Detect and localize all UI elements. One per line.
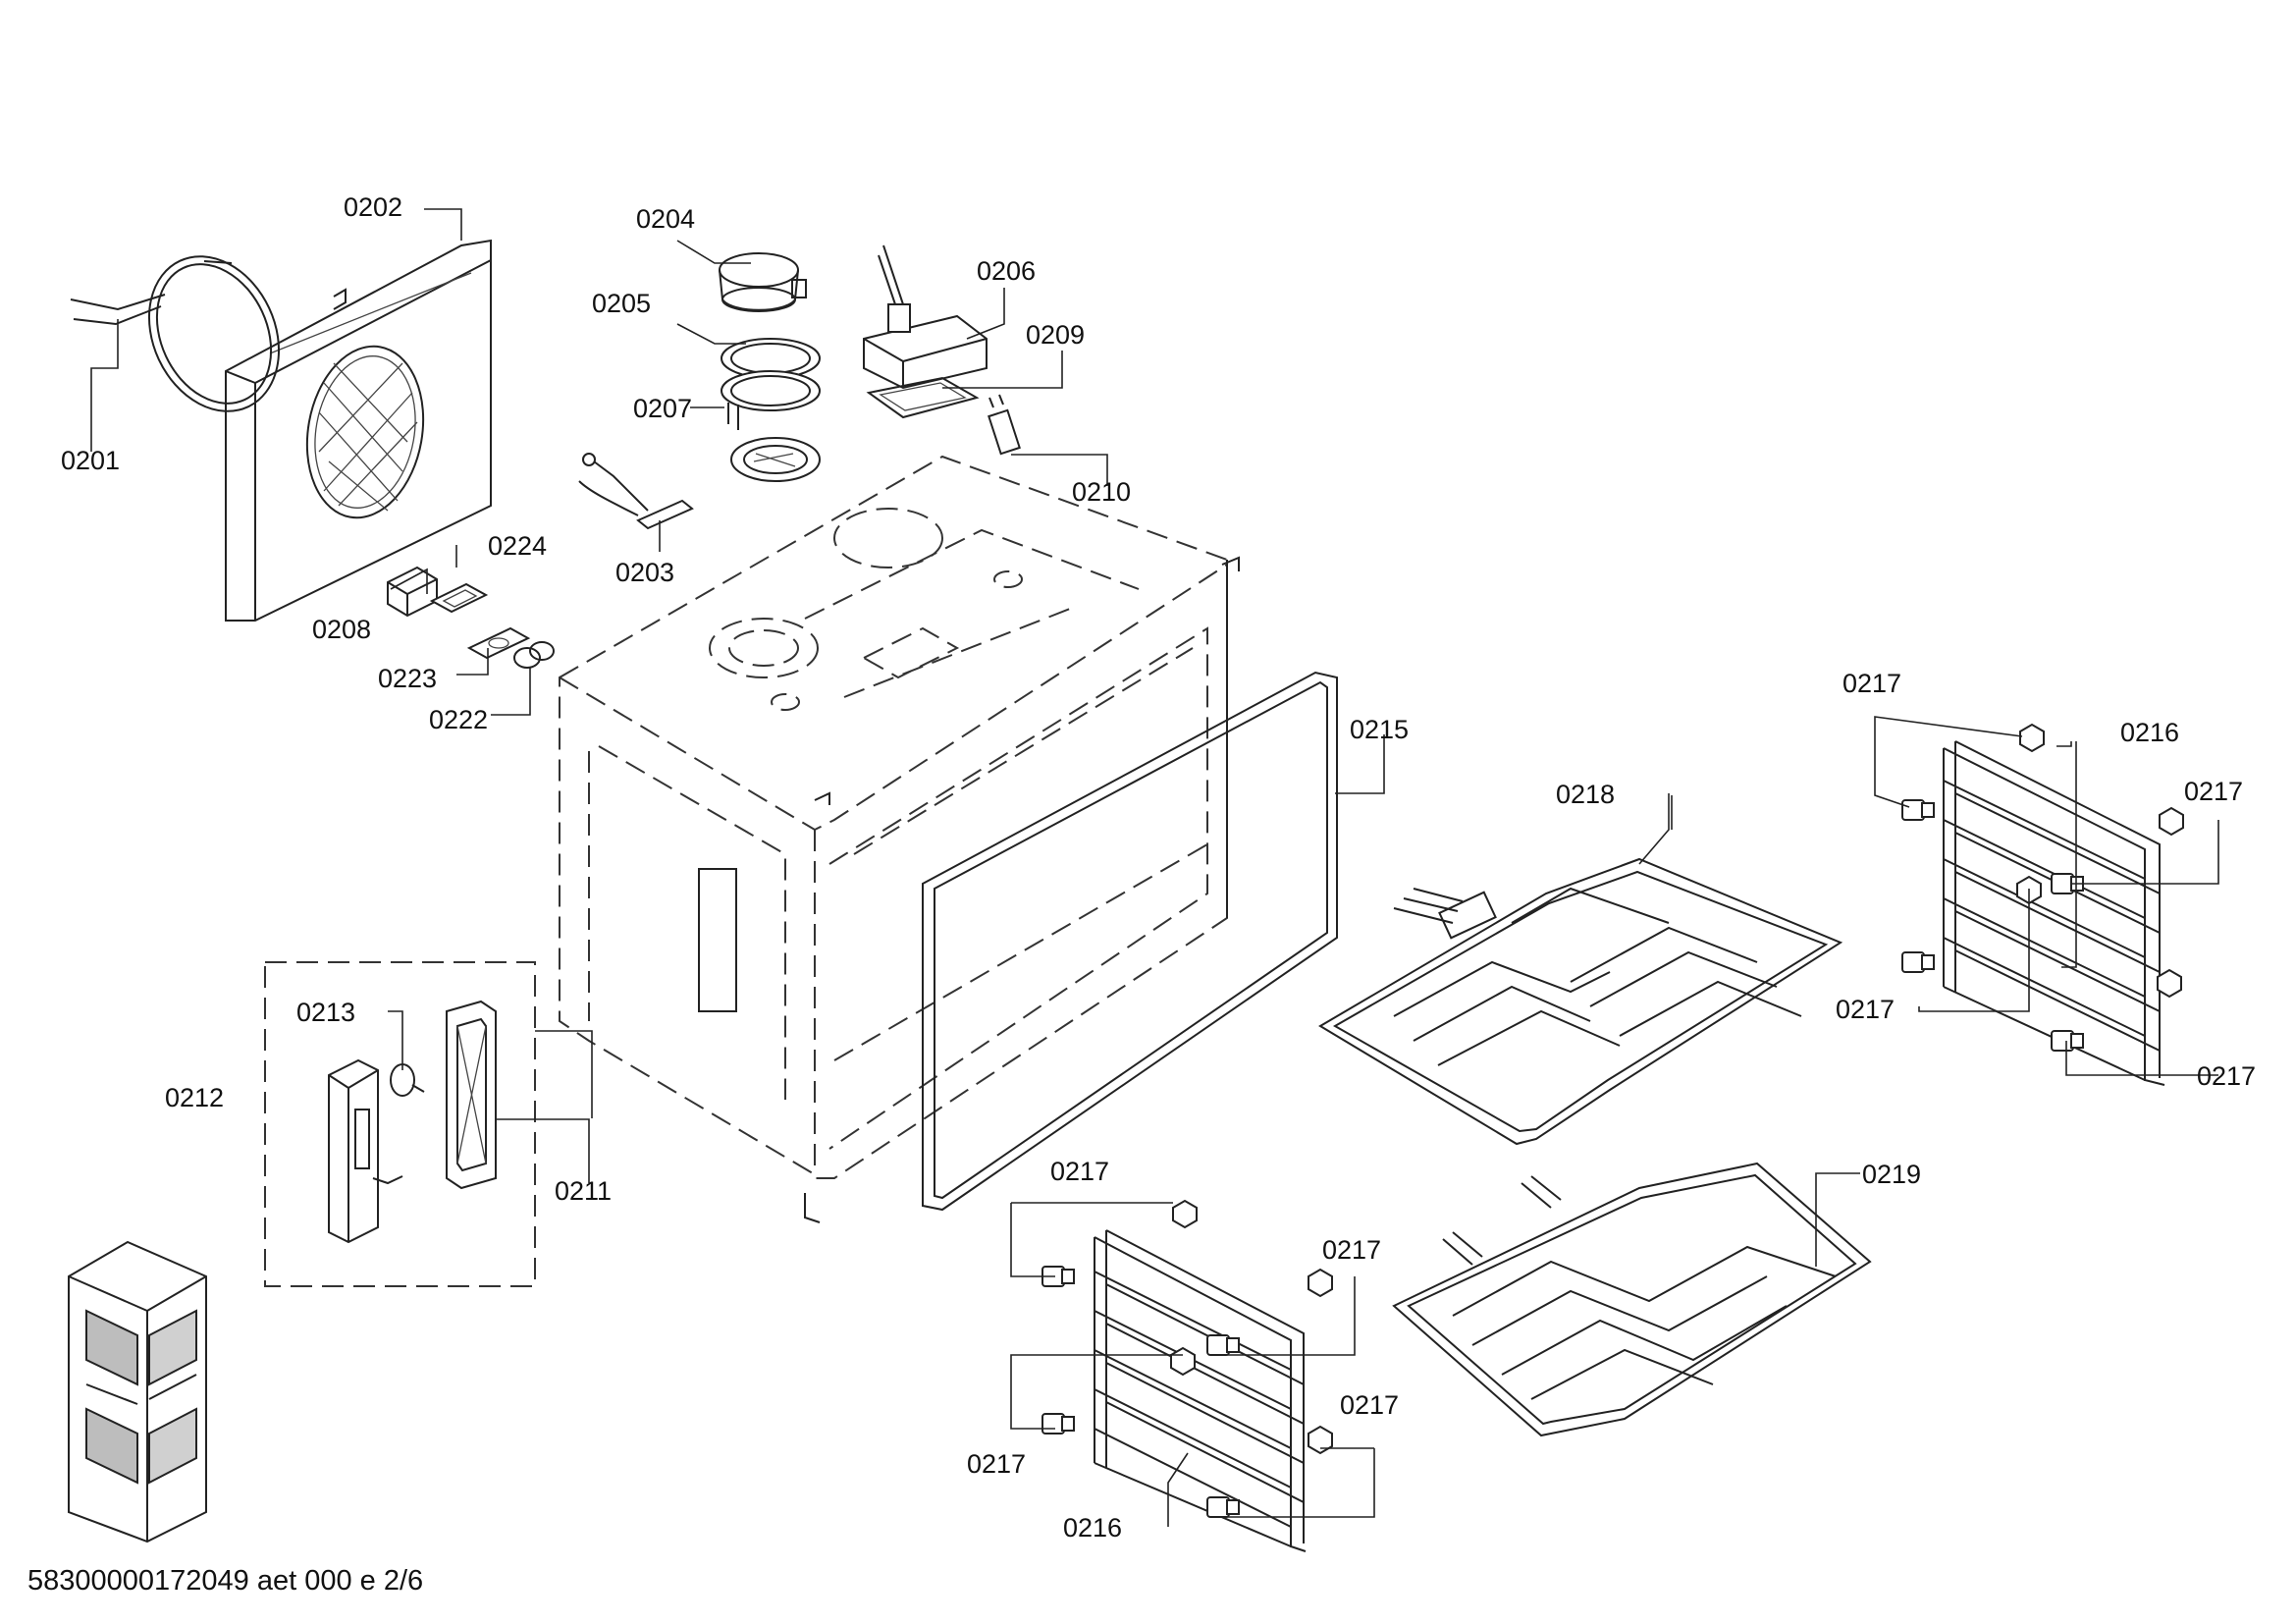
callout-0218: 0218 bbox=[1556, 780, 1615, 809]
control-module-group bbox=[264, 961, 536, 1287]
door-switch bbox=[387, 566, 438, 618]
switch-gasket bbox=[429, 582, 489, 614]
callout-0217-a: 0217 bbox=[1842, 669, 1901, 698]
callout-0222: 0222 bbox=[429, 705, 488, 734]
fan-wheel bbox=[730, 437, 821, 482]
oven-cavity bbox=[559, 455, 1240, 1223]
callout-0217-h: 0217 bbox=[1340, 1390, 1399, 1420]
callout-0206: 0206 bbox=[977, 256, 1036, 286]
switch-plunger bbox=[513, 641, 555, 669]
lamp-connector bbox=[988, 394, 1021, 456]
callout-0202: 0202 bbox=[344, 192, 402, 222]
switch-seal bbox=[466, 626, 531, 660]
callout-0217-d: 0217 bbox=[2197, 1061, 2256, 1091]
appliance-thumbnail bbox=[68, 1240, 207, 1543]
lamp-module bbox=[863, 244, 988, 390]
rack-fasteners bbox=[1041, 723, 2184, 1518]
control-panel-seal bbox=[446, 1000, 497, 1190]
bottom-heating-element bbox=[1392, 1162, 1872, 1437]
callout-0213: 0213 bbox=[296, 998, 355, 1027]
callout-0205: 0205 bbox=[592, 289, 651, 318]
callout-0217-e: 0217 bbox=[1050, 1157, 1109, 1186]
callout-0216-upper: 0216 bbox=[2120, 718, 2179, 747]
lamp-gasket bbox=[866, 376, 980, 419]
fan-housing-band bbox=[719, 252, 807, 312]
temperature-sensor bbox=[578, 453, 694, 530]
callout-0217-b: 0217 bbox=[2184, 777, 2243, 806]
callout-0204: 0204 bbox=[636, 204, 695, 234]
leader-lines bbox=[90, 208, 2219, 1527]
callout-0203: 0203 bbox=[615, 558, 674, 587]
callout-0223: 0223 bbox=[378, 664, 437, 693]
callout-0224: 0224 bbox=[488, 531, 547, 561]
callout-0201: 0201 bbox=[61, 446, 120, 475]
door-gasket bbox=[922, 671, 1338, 1212]
callout-0215: 0215 bbox=[1350, 715, 1409, 744]
rear-fan-panel bbox=[225, 239, 492, 622]
callout-0208: 0208 bbox=[312, 615, 371, 644]
callout-0217-f: 0217 bbox=[1322, 1235, 1381, 1265]
callout-0209: 0209 bbox=[1026, 320, 1085, 350]
callout-0217-g: 0217 bbox=[967, 1449, 1026, 1479]
callout-0211: 0211 bbox=[555, 1176, 612, 1206]
document-id-footer: 58300000172049 aet 000 e 2/6 bbox=[27, 1565, 424, 1597]
heating-ring-element bbox=[70, 255, 281, 412]
callout-0207: 0207 bbox=[633, 394, 692, 423]
callout-0212: 0212 bbox=[165, 1083, 224, 1112]
callout-0210: 0210 bbox=[1072, 477, 1131, 507]
callout-labels: 0201 0202 0203 0204 0205 0206 0207 0208 … bbox=[61, 192, 2256, 1543]
callout-0216-lower: 0216 bbox=[1063, 1513, 1122, 1543]
side-rack-left bbox=[1094, 1229, 1307, 1552]
callout-0219: 0219 bbox=[1862, 1160, 1921, 1189]
fan-seal-ring bbox=[721, 338, 821, 430]
callout-0217-c: 0217 bbox=[1836, 995, 1895, 1024]
grill-heating-element bbox=[1318, 857, 1843, 1146]
